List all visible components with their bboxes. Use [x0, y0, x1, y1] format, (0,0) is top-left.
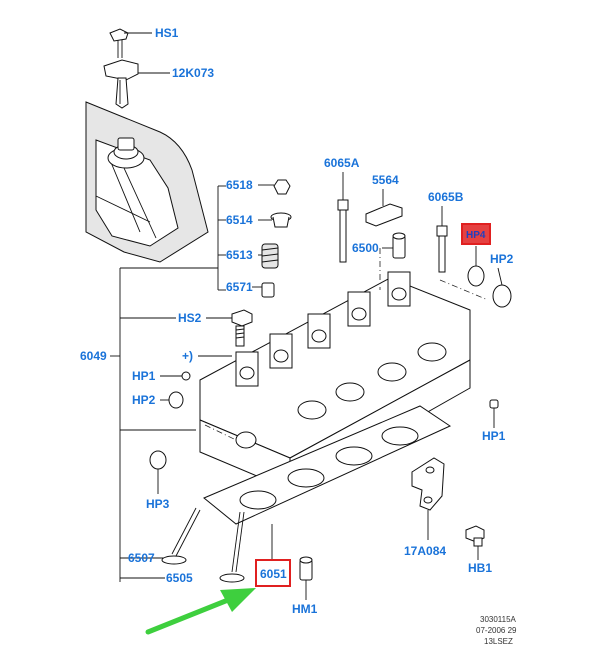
label-6505[interactable]: 6505 — [166, 571, 193, 585]
lifting-bracket-17a084-part — [411, 457, 445, 511]
rocker-arm-5564-part — [365, 203, 403, 227]
reference-code-line-3: 13LSEZ — [484, 637, 513, 646]
label-6500[interactable]: 6500 — [352, 241, 379, 255]
label-6514[interactable]: 6514 — [226, 213, 253, 227]
label-6051[interactable]: 6051 — [260, 567, 287, 581]
label-hp3[interactable]: HP3 — [146, 497, 170, 511]
label-hp2-left[interactable]: HP2 — [132, 393, 156, 407]
hydraulic-tappet-6500-part — [392, 232, 406, 259]
bolt-hb1-part — [465, 525, 485, 547]
label-hp4[interactable]: HP4 — [466, 230, 486, 241]
inlet-valve-6507-part — [161, 507, 201, 565]
cam-cover-part — [85, 101, 209, 263]
plug-hp1-left-part — [181, 371, 191, 381]
exhaust-valve-6505-part — [219, 511, 245, 583]
label-hp1-right[interactable]: HP1 — [482, 429, 506, 443]
bolt-6065b-part — [436, 225, 448, 273]
dowel-hm1-part — [299, 556, 313, 581]
label-17a084[interactable]: 17A084 — [404, 544, 446, 558]
sensor-screw-hs1-part — [109, 28, 129, 58]
green-pointer-arrow — [145, 588, 256, 635]
plug-hp1-right-part — [489, 399, 499, 409]
label-12k073[interactable]: 12K073 — [172, 66, 214, 80]
plug-hp3-part — [149, 450, 167, 470]
reference-code-line-2: 07-2006 29 — [476, 626, 517, 635]
bolt-6065a-part — [337, 199, 349, 263]
label-hb1[interactable]: HB1 — [468, 561, 492, 575]
6051-highlight-box — [255, 559, 291, 587]
label-5564[interactable]: 5564 — [372, 173, 399, 187]
label-6513[interactable]: 6513 — [226, 248, 253, 262]
valve-spring-6513-part — [261, 243, 279, 269]
plug-hp4-part — [467, 265, 485, 287]
valve-spring-retainer-6514-part — [270, 212, 292, 228]
label-hs1-top[interactable]: HS1 — [155, 26, 179, 40]
head-gasket-6051-part — [203, 405, 452, 525]
plug-hp2-right-part — [492, 284, 512, 308]
label-6571[interactable]: 6571 — [226, 280, 253, 294]
label-hm1[interactable]: HM1 — [292, 602, 318, 616]
label-6065b[interactable]: 6065B — [428, 190, 464, 204]
hp4-highlight-box — [461, 223, 491, 245]
plug-hp2-left-part — [168, 391, 184, 409]
label-6049[interactable]: 6049 — [80, 349, 107, 363]
bolt-hs2-part — [231, 309, 253, 347]
label-hp2-right[interactable]: HP2 — [490, 252, 514, 266]
label-hp1-left[interactable]: HP1 — [132, 369, 156, 383]
label-plus-marker: +) — [182, 349, 193, 363]
reference-code-line-1: 3030115A — [480, 615, 517, 624]
label-6065a[interactable]: 6065A — [324, 156, 360, 170]
valve-stem-seal-6571-part — [261, 282, 275, 298]
valve-collet-6518-part — [273, 179, 291, 195]
label-hs2[interactable]: HS2 — [178, 311, 202, 325]
camshaft-sensor-12k073-part — [103, 59, 139, 109]
label-6507[interactable]: 6507 — [128, 551, 155, 565]
label-6518[interactable]: 6518 — [226, 178, 253, 192]
